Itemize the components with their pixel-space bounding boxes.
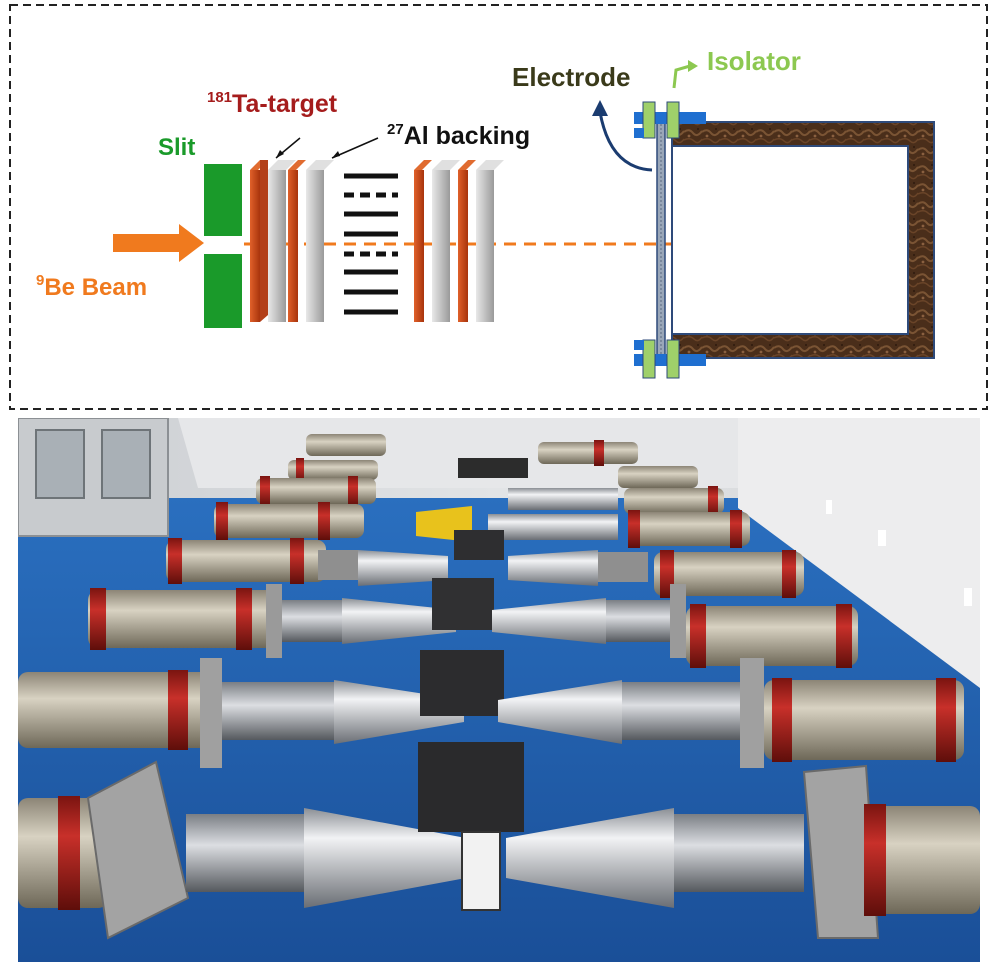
- beam-arrow: [113, 224, 204, 262]
- slit-label: Slit: [158, 134, 195, 161]
- lab-cabinet: [18, 418, 169, 537]
- detector-row-3: [256, 476, 724, 516]
- detector-row-1: [306, 434, 638, 466]
- target-label: 181Ta-target: [207, 89, 338, 118]
- slit: [204, 164, 242, 328]
- isolator-block-bottom-1: [642, 339, 656, 379]
- electrode-arrow: [598, 111, 653, 172]
- detector-row-4: [214, 502, 750, 548]
- target-stack-right: [414, 160, 504, 322]
- detector-row-5: [166, 530, 804, 598]
- isolator-block-top-1: [642, 101, 656, 139]
- backing-label: 27Al backing: [387, 121, 530, 150]
- detector-row-7: [18, 650, 964, 768]
- detector-chamber: [634, 101, 935, 379]
- detector-row-6: [88, 578, 858, 668]
- detector-row-2: [288, 458, 698, 488]
- electrode-label: Electrode: [512, 62, 631, 92]
- repeat-dashes: [344, 173, 398, 315]
- isolator-arrow: [672, 64, 691, 89]
- target-stack-left: [250, 160, 334, 322]
- backing-pointer: [331, 137, 379, 159]
- detector-array-photo: [18, 418, 980, 962]
- detector-row-8: [18, 742, 980, 940]
- isolator-label: Isolator: [707, 46, 801, 76]
- diagram-frame: [9, 4, 988, 410]
- experimental-setup-diagram: 9Be Beam Slit: [9, 4, 988, 410]
- isolator-block-top-2: [666, 101, 680, 139]
- isolator-block-bottom-2: [666, 339, 680, 379]
- beam-label: 9Be Beam: [36, 272, 147, 301]
